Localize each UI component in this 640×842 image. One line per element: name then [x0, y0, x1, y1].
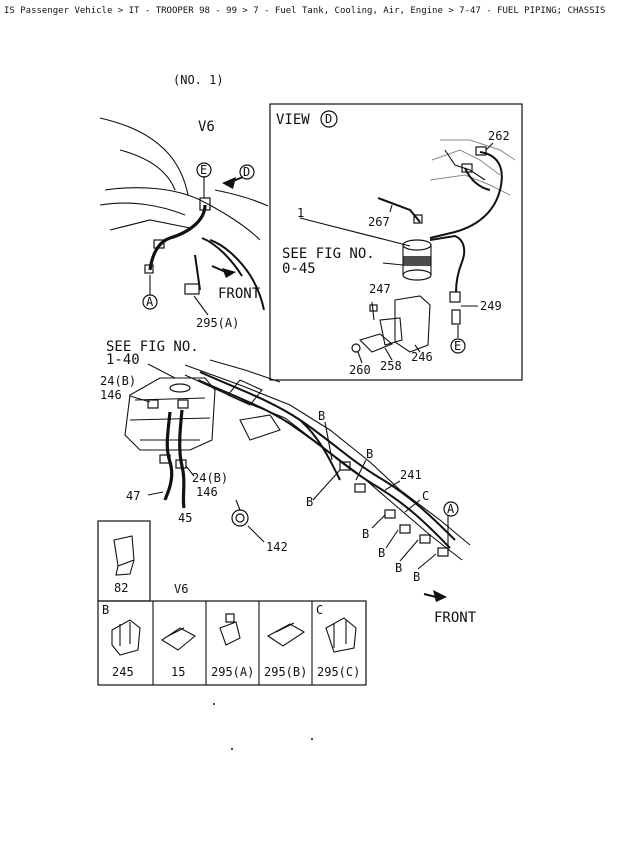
main-see-fig-line2: 1-40 — [106, 352, 140, 368]
table-cell-2-number: 15 — [171, 665, 185, 679]
b-label-7: B — [413, 570, 420, 584]
marker-a: A — [146, 295, 154, 309]
b-label-3: B — [306, 495, 313, 509]
view-d-part-260: 260 — [349, 363, 371, 377]
table-cell-4-number: 295(B) — [264, 665, 307, 679]
view-d-part-262: 262 — [488, 129, 510, 143]
view-d-part-246: 246 — [411, 350, 433, 364]
main-part-241: 241 — [400, 468, 422, 482]
table-cell-5-number: 295(C) — [317, 665, 360, 679]
table-cell-1-number: 245 — [112, 665, 134, 679]
main-part-45: 45 — [178, 511, 192, 525]
view-d-part-258: 258 — [380, 359, 402, 373]
main-part-146-top: 146 — [100, 388, 122, 402]
b-label-1: B — [318, 409, 325, 423]
main-part-146-bottom: 146 — [196, 485, 218, 499]
view-d-part-247: 247 — [369, 282, 391, 296]
table-cell-3-number: 295(A) — [211, 665, 254, 679]
upper-left-vehicle-view: V6 E D A FRONT 295(A) — [99, 117, 269, 330]
front-label-upper: FRONT — [218, 286, 261, 302]
b-label-2: B — [366, 447, 373, 461]
b-label-6: B — [395, 561, 402, 575]
view-d-title: VIEW — [276, 112, 310, 128]
view-d-title-marker: D — [325, 112, 332, 126]
main-part-47: 47 — [126, 489, 140, 503]
table-engine-v6: V6 — [174, 582, 188, 596]
front-label-main: FRONT — [434, 610, 477, 626]
marker-c-main: C — [422, 489, 429, 503]
view-d-see-fig-line1: SEE FIG NO. — [282, 246, 375, 262]
view-d-see-fig-line2: 0-45 — [282, 261, 316, 277]
view-d-part-1: 1 — [297, 206, 304, 220]
main-part-24b-bottom: 24(B) — [192, 471, 228, 485]
view-d-part-267: 267 — [368, 215, 390, 229]
callout-295a: 295(A) — [196, 316, 239, 330]
b-label-4: B — [362, 527, 369, 541]
main-part-24b-top: 24(B) — [100, 374, 136, 388]
engine-label-v6: V6 — [198, 119, 215, 135]
diagram-number: (NO. 1) — [173, 73, 224, 87]
top-breadcrumb: IS Passenger Vehicle > IT - TROOPER 98 -… — [4, 6, 605, 16]
b-label-5: B — [378, 546, 385, 560]
marker-d: D — [243, 165, 250, 179]
view-d-marker-e: E — [454, 339, 461, 353]
marker-a-main: A — [447, 502, 455, 516]
marker-e: E — [200, 163, 207, 177]
main-see-fig-line1: SEE FIG NO. — [106, 339, 199, 355]
view-d-part-249: 249 — [480, 299, 502, 313]
table-cell-5-letter: C — [316, 603, 323, 617]
main-part-142: 142 — [266, 540, 288, 554]
table-part-82: 82 — [114, 581, 128, 595]
table-cell-1-letter: B — [102, 603, 109, 617]
parts-table: 82 V6 B 245 15 295(A) 295(B) C 295(C) — [97, 520, 367, 686]
main-fuel-piping-diagram: SEE FIG NO. 1-40 — [100, 339, 477, 626]
view-d-panel: VIEW D — [269, 103, 523, 381]
